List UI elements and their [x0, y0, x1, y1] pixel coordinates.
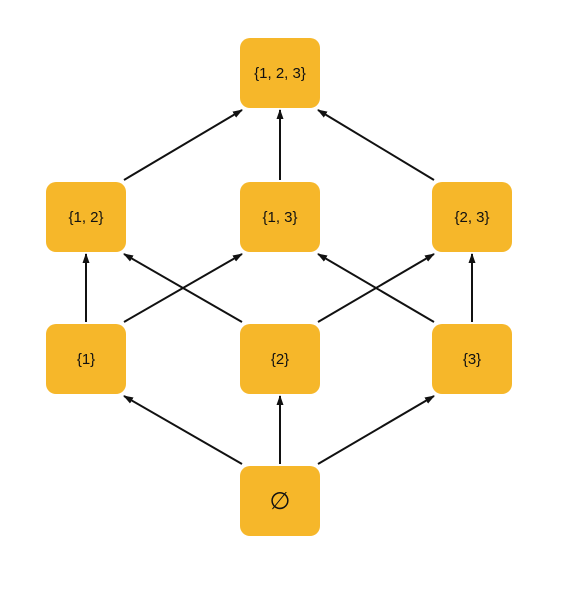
node-set-1: {1} — [46, 324, 126, 394]
edge-s23-to-s123 — [317, 109, 435, 181]
edge-s12-to-s123 — [123, 109, 243, 181]
node-set-2-3: {2, 3} — [432, 182, 512, 252]
edge-s2-to-s12 — [123, 253, 243, 323]
node-empty-set: ∅ — [240, 466, 320, 536]
edge-empty-to-s3 — [317, 395, 435, 465]
node-set-1-3: {1, 3} — [240, 182, 320, 252]
edge-empty-to-s1 — [123, 395, 243, 465]
edge-s3-to-s13 — [317, 253, 435, 323]
node-set-2: {2} — [240, 324, 320, 394]
node-set-1-2: {1, 2} — [46, 182, 126, 252]
node-set-3: {3} — [432, 324, 512, 394]
node-set-1-2-3: {1, 2, 3} — [240, 38, 320, 108]
